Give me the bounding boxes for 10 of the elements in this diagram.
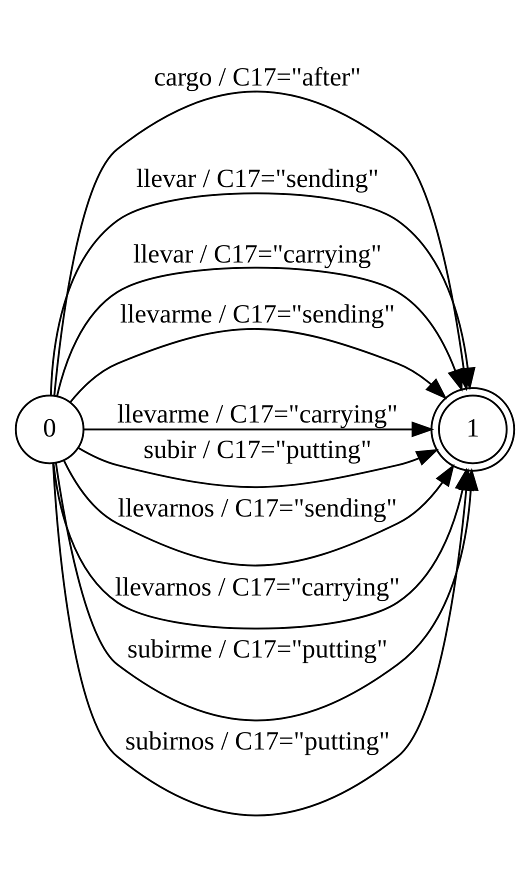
edge-label: subirme / C17="putting" [127,634,388,664]
edge-label: llevarnos / C17="sending" [118,493,398,522]
edge-label: llevarme / C17="carrying" [117,399,398,428]
edge-label: llevar / C17="carrying" [133,239,382,268]
edge-label: llevarnos / C17="carrying" [115,572,400,602]
edge-label: cargo / C17="after" [154,62,361,92]
edge-label: subir / C17="putting" [143,434,372,464]
edge-label: llevarme / C17="sending" [120,300,395,329]
edge-label: llevar / C17="sending" [136,164,379,194]
edge-label: subirnos / C17="putting" [125,726,390,756]
